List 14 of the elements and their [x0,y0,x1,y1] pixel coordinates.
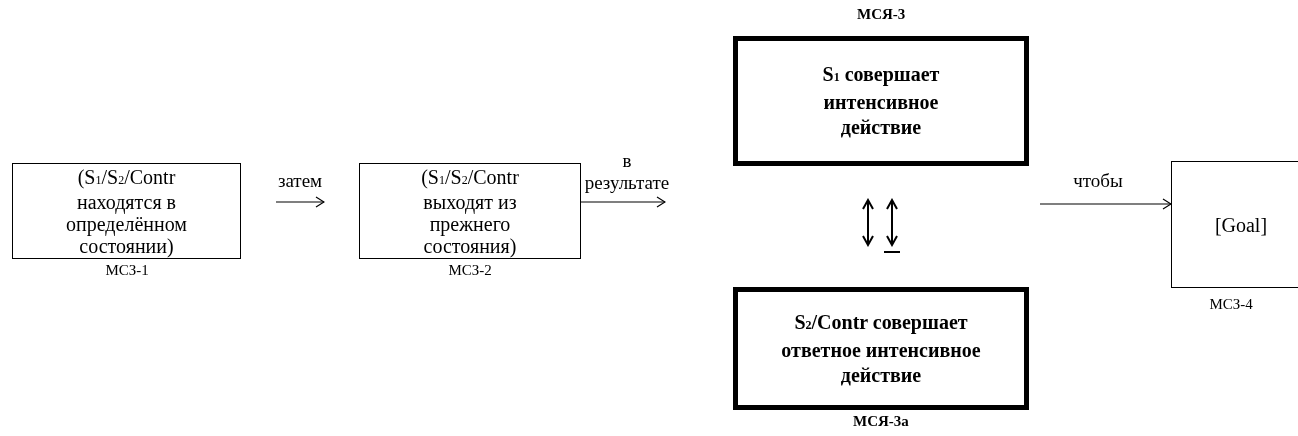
stage-code: МСЗ-2 [448,262,492,279]
edge-label: чтобы [1072,170,1124,192]
stage-code: МСЗ-1 [105,262,149,279]
stage-code: МСЗ-4 [1209,296,1253,313]
edge-label: в результате [583,150,671,194]
arrow [1039,198,1172,210]
state-box: [Goal] [1171,161,1298,288]
double-arrow [862,199,874,246]
stage-code: МСЯ-3а [853,413,909,430]
arrow [275,196,325,208]
edge-label: затем [276,170,324,192]
double-arrow [886,199,898,246]
stage-code: МСЯ-3 [857,6,906,23]
arrow [580,196,666,208]
